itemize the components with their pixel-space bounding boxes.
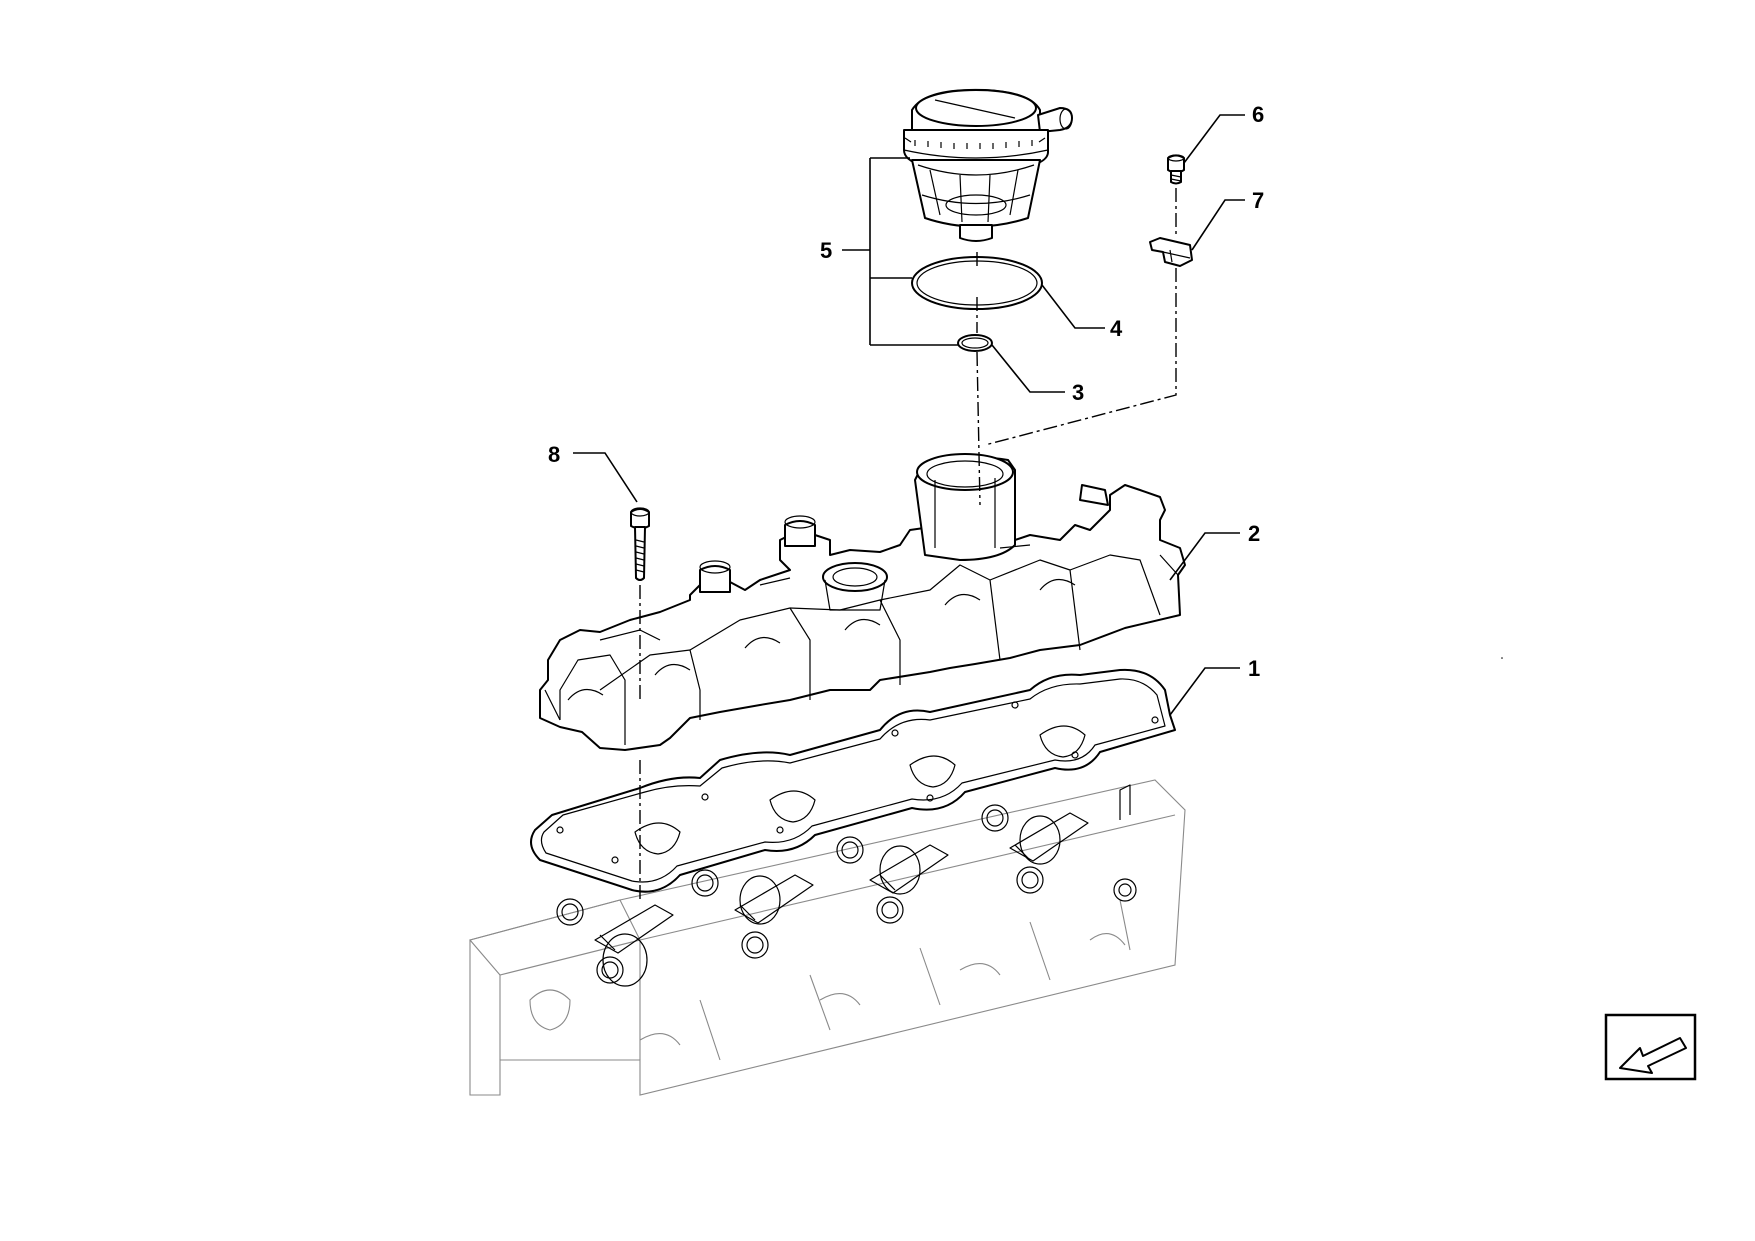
- retaining-clip: [1149, 237, 1193, 267]
- callout-7: 7: [1252, 188, 1264, 213]
- arrow-down-left-icon: [1604, 1013, 1697, 1081]
- assembly-center-lines: [639, 188, 1177, 900]
- callout-leaders: [573, 114, 1245, 716]
- callout-2: 2: [1248, 521, 1260, 546]
- callout-6: 6: [1252, 102, 1264, 127]
- callout-3: 3: [1072, 380, 1084, 405]
- cylinder-head: [469, 779, 1186, 1096]
- callout-labels: 1 2 3 4 5 6 7 8: [548, 102, 1264, 681]
- callout-1: 1: [1248, 656, 1260, 681]
- screw: [1167, 154, 1185, 185]
- valve-cover: [539, 453, 1186, 751]
- oil-separator-breather: [903, 88, 1073, 242]
- bolt: [630, 507, 650, 581]
- stray-dot: [1501, 657, 1503, 659]
- callout-4: 4: [1110, 316, 1123, 341]
- small-o-ring: [957, 334, 993, 352]
- callout-8: 8: [548, 442, 560, 467]
- callout-5: 5: [820, 238, 832, 263]
